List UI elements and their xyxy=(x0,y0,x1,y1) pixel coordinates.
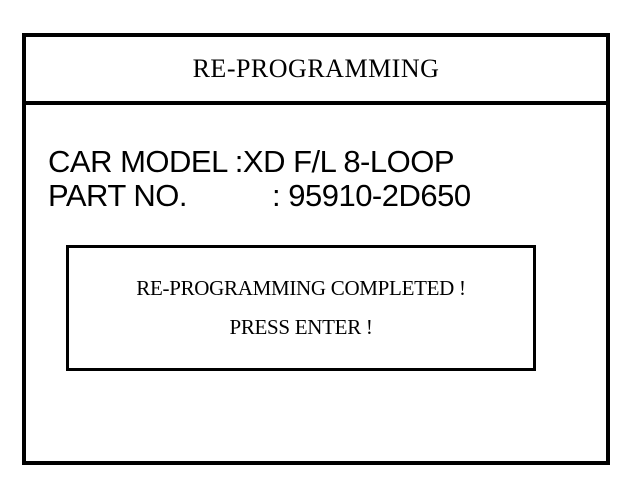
press-enter-prompt: PRESS ENTER ! xyxy=(229,315,373,339)
vehicle-info: CAR MODEL : XD F/L 8-LOOP PART NO. : 959… xyxy=(48,145,471,213)
title-bar: RE-PROGRAMMING xyxy=(26,37,606,105)
screen-title: RE-PROGRAMMING xyxy=(192,54,440,83)
reprogramming-screen: RE-PROGRAMMING CAR MODEL : XD F/L 8-LOOP… xyxy=(22,33,610,465)
completion-message: RE-PROGRAMMING COMPLETED ! xyxy=(136,276,466,300)
car-model-value: XD F/L 8-LOOP xyxy=(242,144,455,179)
car-model-label: CAR MODEL : xyxy=(48,144,243,179)
part-no-value: : 95910-2D650 xyxy=(272,178,471,213)
car-model-row: CAR MODEL : XD F/L 8-LOOP xyxy=(48,145,471,179)
part-no-row: PART NO. : 95910-2D650 xyxy=(48,179,471,213)
part-no-label: PART NO. xyxy=(48,178,187,213)
completion-message-box: RE-PROGRAMMING COMPLETED ! PRESS ENTER ! xyxy=(66,245,536,371)
